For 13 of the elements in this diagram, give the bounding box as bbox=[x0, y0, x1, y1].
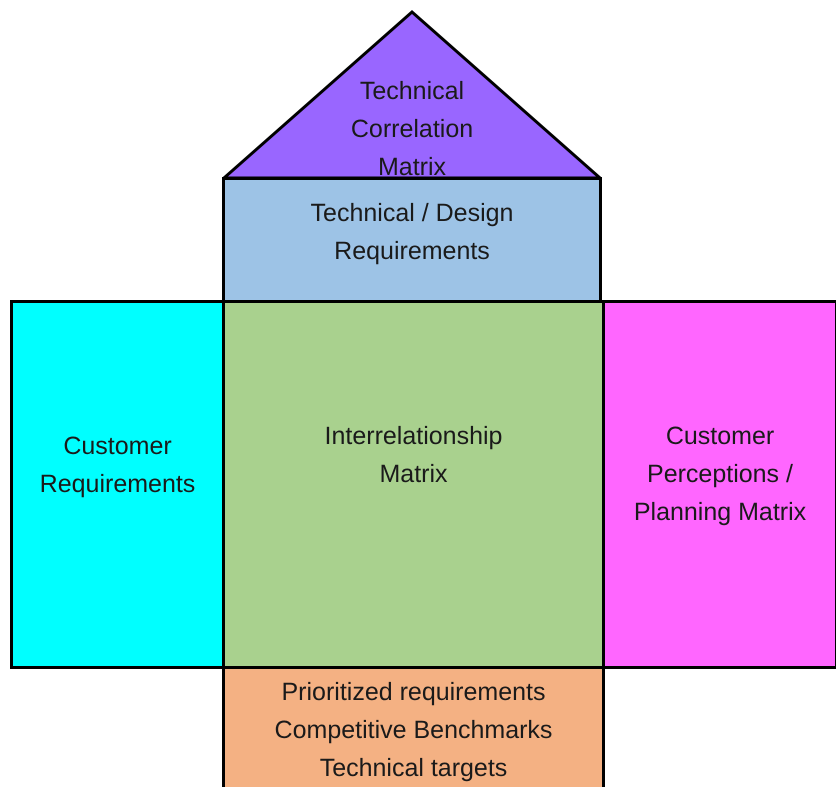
panel-label: Customer Requirements bbox=[38, 431, 196, 500]
panel-label: Competitive Benchmarks bbox=[274, 715, 554, 746]
matrix-panel bbox=[222, 300, 605, 669]
requirements-panel bbox=[10, 300, 225, 669]
requirements-panel bbox=[222, 177, 602, 303]
targets-panel bbox=[222, 666, 605, 787]
panel-label: Customer Perceptions / Planning Matrix bbox=[632, 421, 808, 528]
panel-label: Interrelationship Matrix bbox=[324, 421, 504, 490]
panel-label: Technical Correlation Matrix bbox=[350, 76, 474, 183]
matrix-panel bbox=[602, 300, 836, 669]
panel-label: Prioritized requirements bbox=[280, 677, 546, 708]
panel-label: Technical / Design Requirements bbox=[310, 198, 514, 267]
panel-label: Technical targets bbox=[318, 753, 508, 784]
